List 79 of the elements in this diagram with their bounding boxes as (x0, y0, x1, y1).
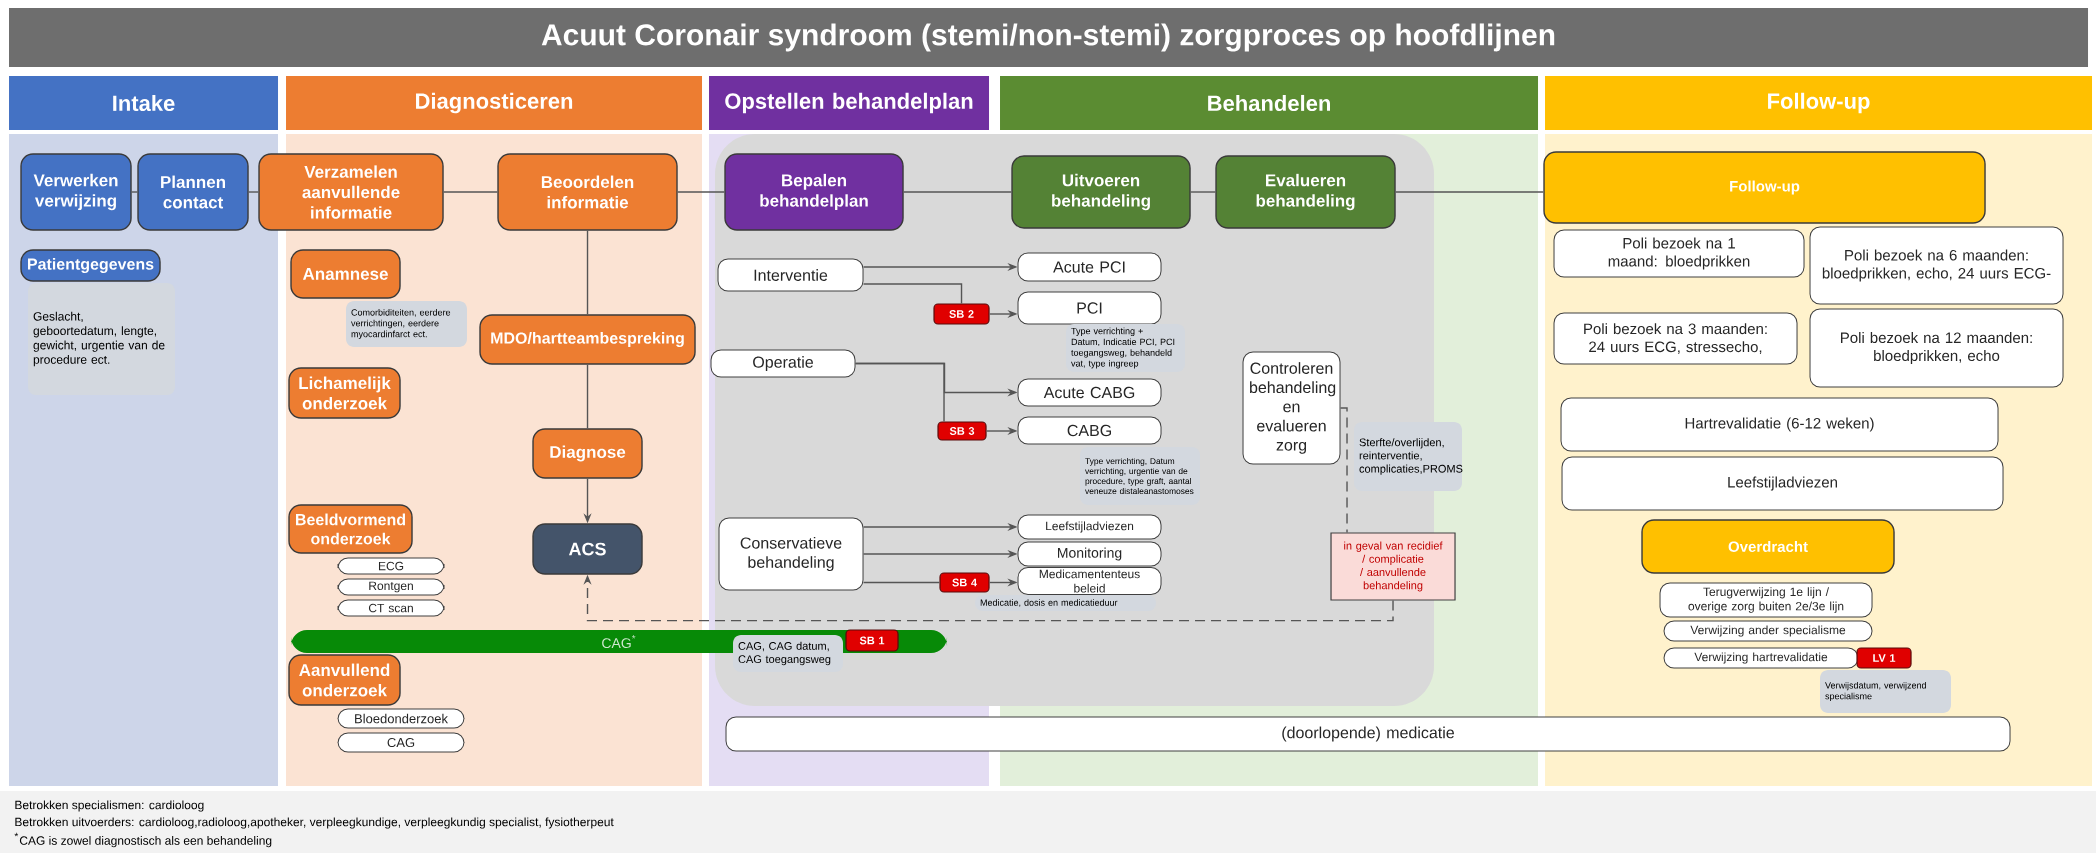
phase-header: Diagnosticeren (286, 76, 702, 130)
item-box: PCI (1017, 291, 1162, 325)
process-box: Patientgegevens (20, 249, 161, 282)
item-box: Hartrevalidatie (6-12 weken) (1560, 397, 1999, 452)
code-badge: LV 1 (1856, 647, 1912, 669)
process-box: Beeldvormend onderzoek (288, 504, 413, 554)
item-box: Medicamententeus beleid (1017, 566, 1162, 596)
phase-header: Intake (9, 76, 278, 130)
item-box: Leefstijladviezen (1017, 514, 1162, 540)
item-box: Poli bezoek na 12 maanden: bloedprikken, echo (1809, 308, 2064, 388)
connector-line (443, 191, 498, 193)
item-box: Poli bezoek na 1 maand: bloedprikken (1553, 229, 1805, 278)
phase-header: Follow-up (1545, 76, 2092, 130)
code-badge: SB 3 (937, 421, 987, 441)
item-box: Terugverwijzing 1e lijn / overige zorg buiten 2e/3e lijn (1659, 582, 1873, 618)
note-box: Geslacht, geboortedatum, lengte, gewicht, urgentie van de procedure ect. (28, 283, 175, 395)
item-box: Verwijzing hartrevalidatie (1663, 647, 1859, 669)
note-box: Sterfte/overlijden, reinterventie, complicaties,PROMS (1354, 422, 1463, 491)
connector-line (862, 581, 941, 584)
footnote-text: Betrokken uitvoerders: cardioloog,radioloog,apotheker, verpleegkundige, verpleegkundig specialist, fysiotherpeut (15, 817, 614, 829)
note-box: Type verrichting + Datum, Indicatie PCI, PCI toegangsweg, behandeld vat, type ingreep (1066, 324, 1185, 372)
dashed-connector-line (1339, 407, 1348, 534)
note-box: Type verrichting, Datum verrichting, urgentie van de procedure, type graft, aantal veneuze distaleanastomoses (1080, 447, 1200, 505)
process-box: Overdracht (1641, 519, 1895, 574)
process-box: Beoordelen informatie (497, 153, 678, 231)
process-box: Plannen contact (137, 153, 249, 231)
item-box: Poli bezoek na 3 maanden: 24 uurs ECG, stressecho, (1553, 312, 1798, 365)
connector-line (862, 283, 963, 305)
title-bar: Acuut Coronair syndroom (stemi/non-stemi) zorgproces op hoofdlijnen (9, 8, 2088, 67)
item-box: Bloedonderzoek (337, 708, 465, 729)
process-box: ACS (532, 523, 643, 575)
process-box: Aanvullend onderzoek (288, 654, 401, 706)
connector-line (903, 191, 1012, 193)
process-box: Verwerken verwijzing (20, 153, 132, 231)
connector-line (677, 191, 725, 193)
item-box: Acute CABG (1017, 378, 1162, 407)
item-box: (doorlopende) medicatie (725, 716, 2011, 752)
connector-line (854, 362, 945, 423)
item-box: Verwijzing ander specialisme (1663, 620, 1873, 642)
connector-line (131, 191, 138, 193)
code-badge: SB 4 (939, 572, 990, 593)
connector-line (1190, 191, 1216, 193)
process-box: MDO/hartteambespreking (479, 314, 696, 365)
item-box: Monitoring (1017, 541, 1162, 567)
item-box: CAG (337, 732, 465, 753)
connector-line (1395, 191, 1544, 193)
process-box: Anamnese (290, 249, 401, 299)
item-box: Controleren behandeling en evalueren zorg (1242, 351, 1341, 465)
process-box: Uitvoeren behandeling (1011, 155, 1191, 229)
process-box: Verzamelen aanvullende informatie (258, 153, 444, 231)
item-box: Poli bezoek na 6 maanden: bloedprikken, echo, 24 uurs ECG- (1809, 226, 2064, 305)
note-box: CAG, CAG datum, CAG toegangsweg (733, 635, 843, 672)
item-box: Acute PCI (1017, 252, 1162, 282)
connector-line (248, 191, 259, 193)
note-box: Verwijsdatum, verwijzend specialisme (1820, 670, 1951, 713)
connector-line (586, 230, 589, 315)
footnote-text: $^{*}$CAG is zowel diagnostisch als een behandeling (14, 832, 272, 848)
item-box: Operatie (710, 349, 856, 378)
code-badge: SB 2 (933, 303, 990, 325)
footnote-text: Betrokken specialismen: cardioloog (15, 800, 204, 812)
item-box: Rontgen (337, 578, 445, 596)
process-box: Follow-up (1543, 151, 1986, 224)
process-box: Evalueren behandeling (1215, 155, 1396, 229)
item-box: CABG (1017, 416, 1162, 445)
code-badge: SB 1 (845, 629, 899, 652)
phase-header: Opstellen behandelplan (709, 76, 989, 130)
item-box: ECG (337, 557, 445, 575)
item-box: Conservatieve behandeling (718, 517, 864, 591)
phase-header: Behandelen (1000, 76, 1538, 130)
item-box: Leefstijladviezen (1561, 456, 2004, 511)
connector-line (586, 364, 589, 429)
note-box: Comorbiditeiten, eerdere verrichtingen, eerdere myocardinfarct ect. (346, 301, 467, 347)
condition-box: in geval van recidief / complicatie / aanvullende behandeling (1330, 532, 1456, 601)
item-box: CT scan (337, 599, 445, 617)
process-box: Bepalen behandelplan (724, 153, 904, 231)
process-box: Lichamelijk onderzoek (288, 367, 401, 419)
process-box: Diagnose (532, 428, 643, 479)
item-box: Interventie (717, 258, 864, 292)
note-box: Medicatie, dosis en medicatieduur (975, 595, 1156, 611)
